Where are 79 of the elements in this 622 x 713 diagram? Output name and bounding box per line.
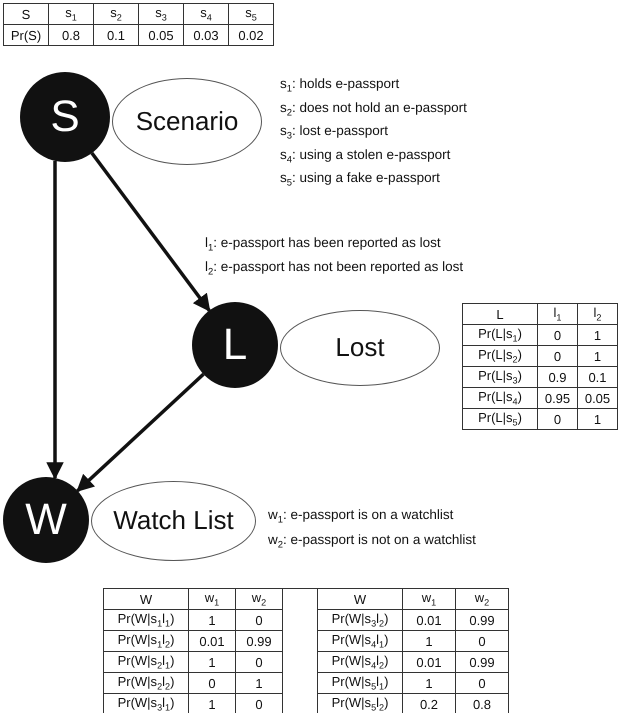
- table-header-cell: Pr(L|s$_{3}$): [462, 366, 538, 388]
- table-cell: 0.05: [578, 388, 618, 408]
- state-definition: w$_{1}$: e-passport is on a watchlist: [268, 507, 454, 526]
- variable-node-circle: L: [192, 302, 278, 388]
- table-header-cell: L: [462, 304, 538, 324]
- table-cell: 0.99: [456, 652, 508, 672]
- state-definition: s$_{5}$: using a fake e-passport: [280, 170, 440, 189]
- table-cell: 0.01: [188, 630, 236, 652]
- table-header-cell: w$_{1}$: [402, 588, 456, 610]
- table-cell: 0: [538, 324, 578, 346]
- table-header-cell: Pr(W|s$_{3}$l$_{2}$): [318, 610, 402, 630]
- table-cell: 0.03: [184, 24, 228, 46]
- table-cell: 0: [456, 672, 508, 694]
- variable-name-ellipse: Scenario: [112, 78, 262, 165]
- table-cell: 0.99: [456, 610, 508, 630]
- arrow: [46, 160, 64, 480]
- table-header-cell: Pr(L|s$_{2}$): [462, 346, 538, 366]
- table-cell: 0: [236, 610, 282, 630]
- table-cell: 1: [402, 672, 456, 694]
- table-cell: 0.01: [402, 652, 456, 672]
- table-header-cell: s$_{2}$: [94, 4, 138, 24]
- table-cell: 1: [402, 630, 456, 652]
- table-cell: 0: [236, 652, 282, 672]
- state-definition: l$_{1}$: e-passport has been reported as lost: [205, 235, 441, 254]
- state-definition: s$_{1}$: holds e-passport: [280, 76, 400, 95]
- table-cell: 1: [578, 324, 618, 346]
- state-definition: w$_{2}$: e-passport is not on a watchlist: [268, 532, 476, 551]
- table-cell: 0.01: [402, 610, 456, 630]
- table-header-cell: Pr(W|s$_{2}$l$_{1}$): [104, 652, 188, 672]
- table-cell: 0.05: [138, 24, 184, 46]
- arrow: [90, 152, 211, 312]
- table-cell: 0.95: [538, 388, 578, 408]
- table-header-cell: Pr(W|s$_{2}$l$_{2}$): [104, 672, 188, 694]
- table-header-cell: w$_{1}$: [188, 588, 236, 610]
- table-header-cell: Pr(W|s$_{3}$l$_{1}$): [104, 694, 188, 713]
- table-header-cell: Pr(W|s$_{1}$l$_{2}$): [104, 630, 188, 652]
- table-header-cell: s$_{1}$: [48, 4, 94, 24]
- variable-node-circle: S: [20, 72, 110, 162]
- table-cell: 1: [188, 652, 236, 672]
- table-header-cell: Pr(W|s$_{4}$l$_{1}$): [318, 630, 402, 652]
- state-definition: s$_{3}$: lost e-passport: [280, 123, 388, 142]
- table-header-cell: W: [104, 588, 188, 610]
- table-cell: 1: [188, 610, 236, 630]
- table-cell: 0.1: [94, 24, 138, 46]
- table-cell: 0.9: [538, 366, 578, 388]
- table-header-cell: Pr(W|s$_{1}$l$_{1}$): [104, 610, 188, 630]
- table-cell: 0.1: [578, 366, 618, 388]
- table-cell: 1: [236, 672, 282, 694]
- table-header-cell: Pr(S): [4, 24, 48, 46]
- table-header-cell: w$_{2}$: [456, 588, 508, 610]
- table-header-cell: s$_{5}$: [228, 4, 274, 24]
- table-header-cell: Pr(W|s$_{5}$l$_{1}$): [318, 672, 402, 694]
- variable-name-ellipse: Watch List: [91, 481, 256, 561]
- table-header-cell: l$_{2}$: [578, 304, 618, 324]
- table-cell: 0.02: [228, 24, 274, 46]
- table-cell: 1: [578, 408, 618, 430]
- table-cell: 1: [578, 346, 618, 366]
- table-cell: 0.8: [48, 24, 94, 46]
- variable-node-circle: W: [3, 477, 89, 563]
- table-header-cell: W: [318, 588, 402, 610]
- table-header-cell: w$_{2}$: [236, 588, 282, 610]
- table-header-cell: Pr(W|s$_{4}$l$_{2}$): [318, 652, 402, 672]
- state-definition: l$_{2}$: e-passport has not been reported as lost: [205, 259, 464, 278]
- table-header-cell: s$_{4}$: [184, 4, 228, 24]
- table-cell: 0: [538, 408, 578, 430]
- table-cell: 0: [188, 672, 236, 694]
- state-definition: s$_{4}$: using a stolen e-passport: [280, 146, 450, 166]
- table-header-cell: Pr(L|s$_{5}$): [462, 408, 538, 430]
- arrow: [76, 372, 205, 492]
- variable-name-ellipse: Lost: [280, 310, 440, 386]
- table-header-cell: Pr(L|s$_{1}$): [462, 324, 538, 346]
- table-header-cell: s$_{3}$: [138, 4, 184, 24]
- table-cell: 0: [456, 630, 508, 652]
- state-definition: s$_{2}$: does not hold an e-passport: [280, 100, 467, 118]
- table-header-cell: S: [4, 4, 48, 24]
- table-cell: 0: [538, 346, 578, 366]
- table-header-cell: Pr(L|s$_{4}$): [462, 388, 538, 408]
- table-cell: 0.99: [236, 630, 282, 652]
- table-header-cell: l$_{1}$: [538, 304, 578, 324]
